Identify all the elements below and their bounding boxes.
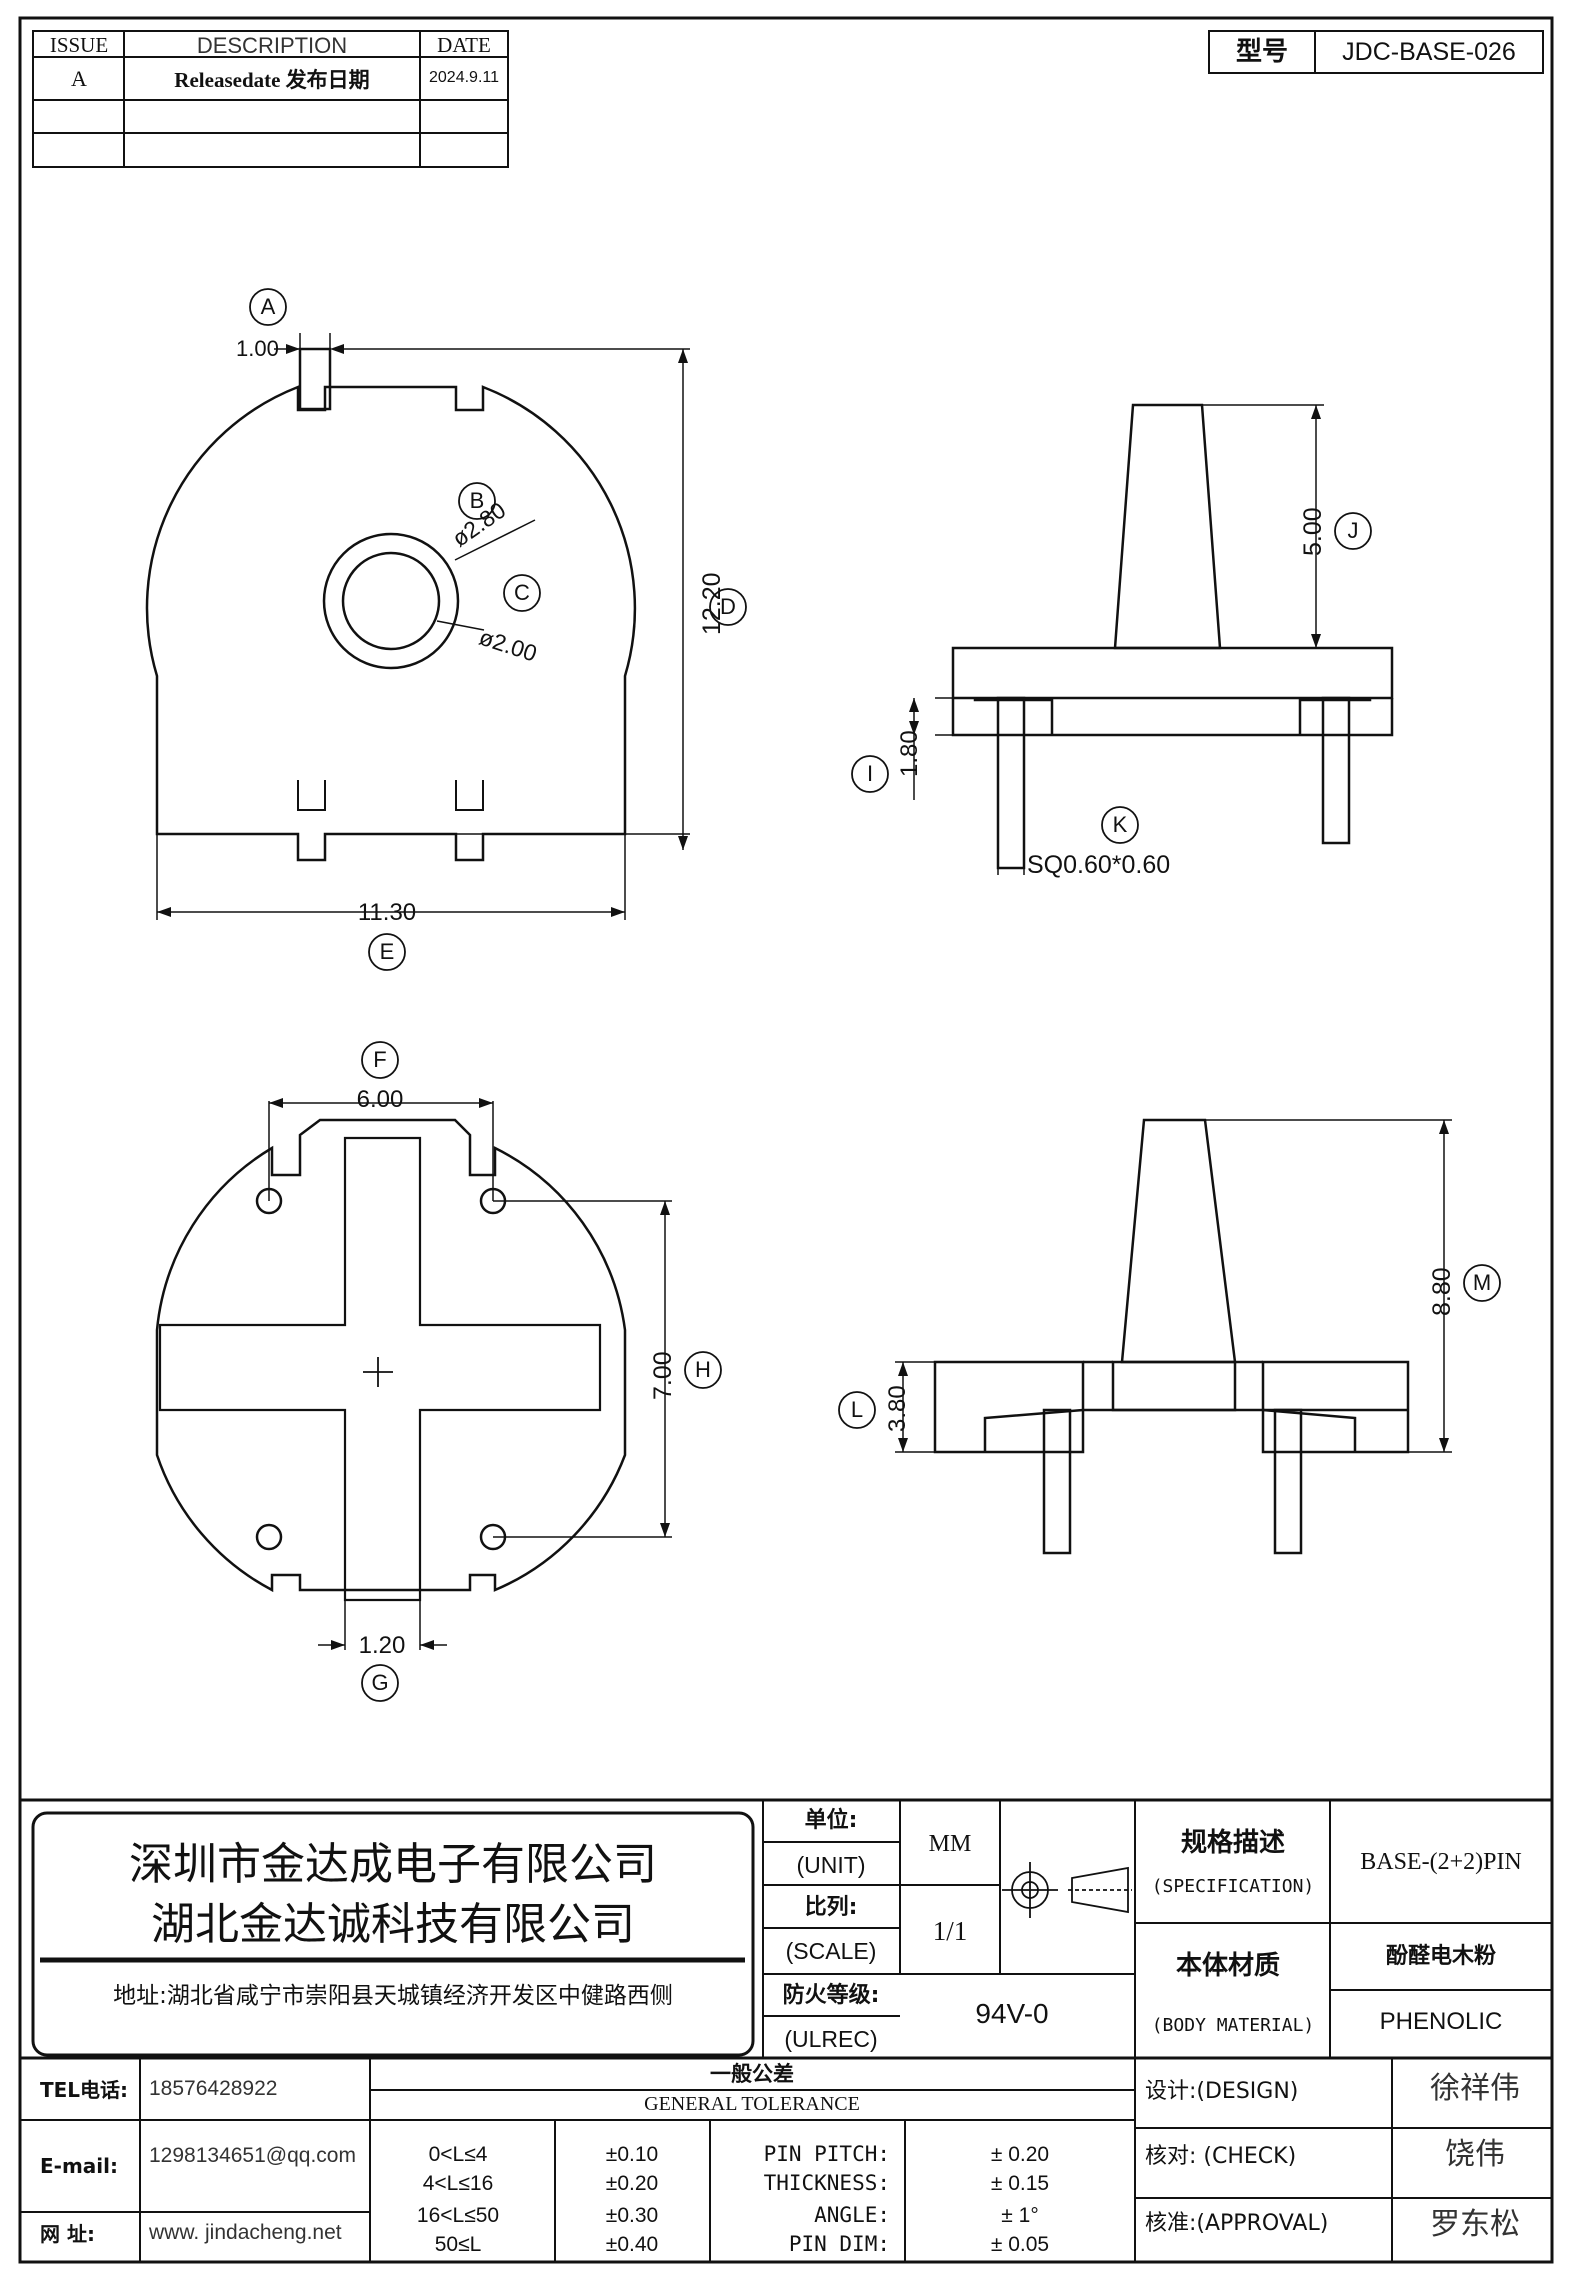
spec-label-en: (SPECIFICATION) [1151, 1876, 1315, 1897]
ulrec-label-cn: 防火等级: [782, 1983, 880, 2008]
dim-tag-d: D [720, 594, 736, 619]
projection-symbol-icon [1002, 1862, 1132, 1918]
dim-value-i: 1.80 [896, 730, 923, 777]
model-label: 型号 [1235, 37, 1289, 67]
tolerance-value: ±0.10 [605, 2143, 659, 2166]
title-block-grid [20, 1798, 1552, 2262]
check-label: 核对: (CHECK) [1145, 2144, 1297, 2169]
scale-value: 1/1 [932, 1916, 968, 1946]
tolerance-item-name: PIN PITCH: [763, 2142, 890, 2166]
tolerance-title-en: GENERAL TOLERANCE [644, 2093, 860, 2115]
bottom-view [155, 1118, 627, 1602]
tolerance-item-value: ± 0.15 [990, 2172, 1050, 2195]
design-name: 徐祥伟 [1430, 2071, 1520, 2106]
spec-value: BASE-(2+2)PIN [1360, 1849, 1522, 1875]
tolerance-item-value: ± 0.20 [990, 2143, 1050, 2166]
tel-value: 18576428922 [149, 2077, 278, 2100]
dim-tag-g: G [371, 1670, 389, 1695]
dim-tag-i: I [866, 761, 874, 786]
unit-value: MM [928, 1831, 972, 1857]
dim-tag-c: C [514, 580, 530, 605]
revision-header-date: DATE [437, 33, 491, 57]
revision-header-description: DESCRIPTION [196, 33, 348, 58]
dim-value-h: 7.00 [649, 1351, 677, 1400]
revision-issue: A [71, 66, 87, 91]
tolerance-range: 0<L≤4 [428, 2143, 488, 2166]
model-number: JDC-BASE-026 [1342, 38, 1516, 66]
dim-value-g: 1.20 [358, 1632, 406, 1659]
tolerance-range: 16<L≤50 [416, 2204, 500, 2227]
ulrec-value: 94V-0 [975, 1998, 1049, 2029]
model-box [1208, 30, 1544, 74]
company-address: 地址:湖北省咸宁市崇阳县天城镇经济开发区中健路西侧 [113, 1983, 673, 2009]
tolerance-value: ±0.40 [605, 2233, 659, 2256]
dim-tag-e: E [379, 939, 395, 964]
approval-label: 核准:(APPROVAL) [1145, 2211, 1329, 2236]
dim-value-a: 1.00 [236, 336, 279, 361]
email-value[interactable]: 1298134651@qq.com [149, 2144, 356, 2167]
dimension-tag-circles [249, 288, 1501, 1702]
side-view [951, 403, 1394, 870]
dim-value-d: 12.20 [698, 572, 726, 635]
material-label-en: (BODY MATERIAL) [1151, 2015, 1315, 2036]
tolerance-item-name: PIN DIM: [788, 2232, 890, 2256]
dim-value-j: 5.00 [1299, 507, 1327, 556]
unit-label-cn: 单位: [804, 1808, 858, 1833]
dim-tag-f: F [373, 1047, 387, 1072]
tolerance-item-name: THICKNESS: [763, 2171, 890, 2195]
dim-value-m: 8.80 [1428, 1267, 1456, 1316]
dim-value-f: 6.00 [356, 1086, 404, 1113]
revision-table-grid [32, 30, 509, 168]
dim-tag-j: J [1347, 518, 1359, 543]
side-view-dimensions [913, 404, 1324, 875]
dim-tag-k: K [1112, 812, 1128, 837]
material-label-cn: 本体材质 [1175, 1951, 1281, 1981]
dim-tag-a: A [260, 294, 276, 319]
revision-date: 2024.9.11 [429, 69, 499, 86]
tolerance-value: ±0.20 [605, 2172, 659, 2195]
tolerance-range: 4<L≤16 [422, 2172, 494, 2195]
check-name: 饶伟 [1445, 2137, 1505, 2172]
web-label: 网 址: [40, 2222, 95, 2246]
company-name-1: 深圳市金达成电子有限公司 [129, 1839, 657, 1890]
tolerance-item-value: ± 1° [1001, 2204, 1039, 2227]
tolerance-item-value: ± 0.05 [990, 2233, 1050, 2256]
ulrec-label-en: (ULREC) [784, 2026, 878, 2052]
bottom-view-dimensions [268, 1101, 672, 1650]
dim-value-k: SQ0.60*0.60 [1027, 851, 1171, 879]
design-label: 设计:(DESIGN) [1145, 2079, 1299, 2104]
dim-tag-l: L [850, 1397, 864, 1422]
top-view-dimensions [156, 333, 690, 920]
dim-value-e: 11.30 [357, 899, 417, 926]
company-name-2: 湖北金达诚科技有限公司 [151, 1899, 635, 1950]
scale-label-cn: 比列: [804, 1895, 858, 1920]
spec-label-cn: 规格描述 [1180, 1828, 1286, 1858]
dim-tag-b: B [469, 488, 485, 513]
sheet-border [18, 16, 1554, 2264]
revision-description: Releasedate 发布日期 [174, 68, 370, 92]
top-view [145, 347, 637, 862]
front-view-dimensions [895, 1119, 1452, 1453]
web-value[interactable]: www. jindacheng.net [149, 2221, 342, 2244]
dim-value-l: 3.80 [884, 1385, 911, 1432]
dim-tag-h: H [695, 1357, 711, 1382]
email-label: E-mail: [40, 2154, 119, 2178]
scale-label-en: (SCALE) [785, 1938, 877, 1964]
tolerance-range: 50≤L [434, 2233, 482, 2256]
tolerance-value: ±0.30 [605, 2204, 659, 2227]
tolerance-item-name: ANGLE: [814, 2203, 890, 2227]
material-value-en: PHENOLIC [1379, 2008, 1503, 2035]
tolerance-title-cn: 一般公差 [710, 2062, 794, 2086]
front-view [933, 1118, 1410, 1555]
revision-header-issue: ISSUE [49, 33, 109, 57]
approval-name: 罗东松 [1430, 2207, 1520, 2242]
unit-label-en: (UNIT) [796, 1852, 866, 1878]
material-value-cn: 酚醛电木粉 [1385, 1944, 1497, 1969]
tel-label: TEL电话: [40, 2078, 129, 2102]
dim-tag-m: M [1472, 1270, 1492, 1295]
